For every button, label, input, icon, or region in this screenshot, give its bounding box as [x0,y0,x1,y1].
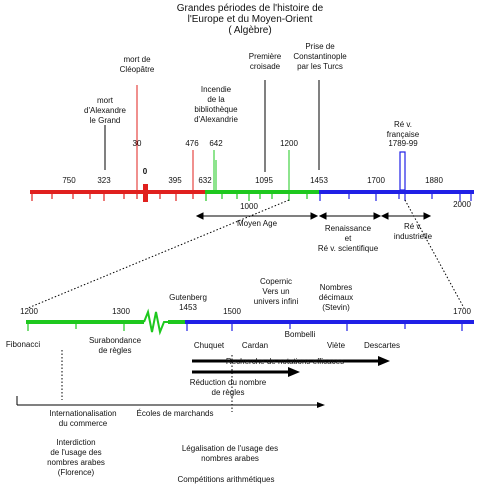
arrow-notations [192,356,390,366]
revolution-box [399,151,406,191]
event-alexandrie: Incendie de la bibliothèque d'Alexandrie [194,85,238,124]
note-legalisation: Légalisation de l'usage des nombres arab… [181,444,279,463]
year-750: 750 [62,176,76,185]
lower-year-1500: 1500 [223,307,241,316]
gutenberg-1453: Gutenberg 1453 [169,293,207,312]
diagram-title: Grandes périodes de l'histoire de l'Euro… [176,3,324,36]
year-1000: 1000 [240,202,258,211]
period-revolution-industrielle: Ré v. industrielle [393,222,433,241]
note-interdiction: Interdiction de l'usage des nombres arab… [47,438,105,477]
lower-year-1200: 1200 [20,307,38,316]
lower-year-1300: 1300 [112,307,130,316]
note-ecoles-marchands: Écoles de marchands [136,409,214,418]
year-1700: 1700 [367,176,385,185]
lower-year-1700: 1700 [453,307,471,316]
year-632: 632 [198,176,212,185]
descartes: Descartes [363,341,400,350]
period-renaissance: Renaissance et Ré v. scientifique [317,224,379,253]
cardan: Cardan [241,341,269,350]
event-leaders [104,80,406,191]
year-zero-mark [143,184,148,202]
year-1453: 1453 [310,176,328,185]
event-cleopatre: mort de Cléopâtre [119,55,155,74]
arrow-commerce [16,396,325,408]
viete: Viète [326,341,346,350]
lower-dotted-leaders [61,350,233,412]
event-alexandre: mort d'Alexandre le Grand [84,96,126,125]
bombelli: Bombelli [284,330,316,339]
surabondance-de-regles: Surabondance de règles [88,336,142,355]
chuquet: Chuquet [193,341,225,350]
time-break-zigzag [143,308,168,336]
event-constantinople: Prise de Constantinople par les Turcs [293,42,347,71]
event-revolution-francaise: Ré v. française [386,120,420,139]
year-1200: 1200 [280,139,298,148]
year-1789-99: 1789-99 [388,139,418,148]
period-arrows [195,212,432,220]
arrow-reduction [192,367,300,377]
stevin: Nombres décimaux (Stevin) [318,283,354,312]
year-642: 642 [209,139,223,148]
label-recherche-notations: Recherche de notations efficaces [225,357,345,366]
upper-timeline-bar [30,184,474,202]
year-323: 323 [97,176,111,185]
year-1095: 1095 [255,176,273,185]
fibonacci: Fibonacci [5,340,41,349]
zoom-lines [27,199,465,309]
note-competitions: Compétitions arithmétiques [177,475,275,484]
year-30: 30 [132,139,142,148]
label-reduction-regles: Réduction du nombre de règles [189,378,267,397]
event-croisade: Première croisade [248,52,282,71]
year-395: 395 [168,176,182,185]
year-476: 476 [185,139,199,148]
year-1880: 1880 [425,176,443,185]
year-2000: 2000 [453,200,471,209]
copernic: Copernic Vers un univers infini [253,277,299,306]
lower-timeline-bar [26,308,474,336]
year-0: 0 [142,167,148,176]
period-moyen-age: Moyen Age [236,219,278,228]
note-internationalisation: Internationalisation du commerce [49,409,117,428]
